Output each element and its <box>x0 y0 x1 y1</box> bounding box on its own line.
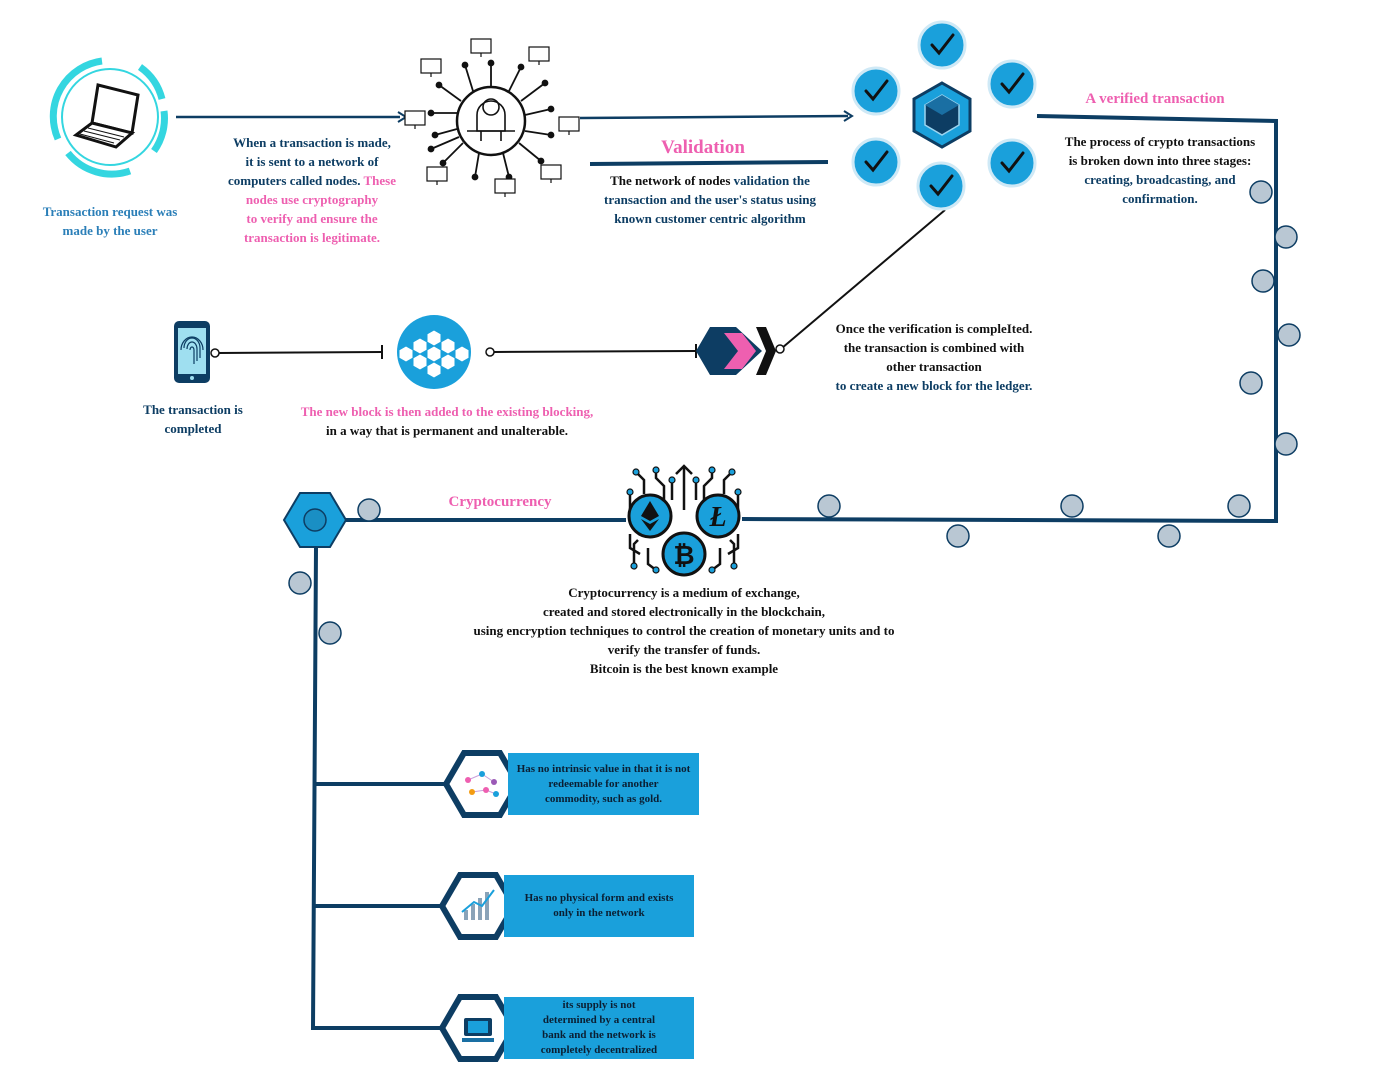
connector-feature-tree <box>310 547 448 1030</box>
connector-lines <box>176 110 1278 1030</box>
svg-text:₿: ₿ <box>673 541 694 571</box>
combine-line: other transaction <box>886 359 982 374</box>
feature-line: only in the network <box>553 907 645 919</box>
verified-line: confirmation. <box>1122 191 1198 206</box>
verified-line: creating, broadcasting, and <box>1084 172 1236 187</box>
crypto-line: verify the transfer of funds. <box>607 642 761 657</box>
connector-verified-frame <box>741 114 1278 524</box>
validation-line: The network of nodes validation the <box>580 171 840 190</box>
completed-caption: The transaction is completed <box>122 400 264 438</box>
laptop-icon <box>49 57 168 178</box>
feature-line: bank and the network is <box>542 1029 656 1041</box>
feature-line: completely decentralized <box>540 1044 658 1056</box>
step2-line: it is sent to a network of <box>245 154 379 169</box>
combine-line: the transaction is combined with <box>843 340 1025 355</box>
check-icon <box>851 20 1037 211</box>
connector-block-to-phone <box>217 351 383 354</box>
combine-line: to create a new block for the ledger. <box>835 378 1033 393</box>
verified-title: A verified transaction <box>1085 91 1225 107</box>
step1-caption-line: made by the user <box>62 223 158 238</box>
chevron-arrows-icon <box>696 327 776 375</box>
verified-description: The process of crypto transactions is br… <box>1050 132 1270 208</box>
newblock-line: in a way that is permanent and unalterab… <box>326 423 568 438</box>
crypto-coins-icon: Ł ₿ <box>626 464 742 577</box>
crypto-description: Cryptocurrency is a medium of exchange, … <box>440 583 928 678</box>
completed-line: The transaction is <box>143 402 243 417</box>
validation-title: Validation <box>661 137 745 158</box>
connector-cube-to-chevrons <box>781 209 946 349</box>
crypto-title: Cryptocurrency <box>448 494 552 510</box>
verified-line: The process of crypto transactions <box>1064 134 1256 149</box>
completed-line: completed <box>164 421 222 436</box>
combine-line: Once the verification is compleIted. <box>835 321 1033 336</box>
validation-description: The network of nodes validation the tran… <box>580 171 840 228</box>
feature-line: determined by a central <box>542 1014 656 1026</box>
connector-nodes-to-validation <box>579 114 849 120</box>
connector-chevrons-to-block <box>493 350 697 353</box>
newblock-description: The new block is then added to the exist… <box>280 402 614 440</box>
feature-card-decentralized: its supply is not determined by a centra… <box>504 997 694 1059</box>
chain-nodes <box>288 180 1301 645</box>
verified-line: is broken down into three stages: <box>1068 153 1252 168</box>
crypto-line: using encryption techniques to control t… <box>473 623 895 638</box>
step2-line-part: computers called nodes. <box>227 173 364 188</box>
svg-text:Ł: Ł <box>708 502 726 533</box>
feature-line: Has no physical form and exists <box>524 892 674 904</box>
step2-line: to verify and ensure the <box>246 211 378 226</box>
validation-line: transaction and the user's status using <box>603 192 816 207</box>
validation-line: known customer centric algorithm <box>614 211 806 226</box>
verification-cluster <box>851 20 1037 211</box>
crypto-line: Cryptocurrency is a medium of exchange, <box>568 585 800 600</box>
step2-line: When a transaction is made, <box>233 135 391 150</box>
crypto-line: created and stored electronically in the… <box>542 604 825 619</box>
step2-line: nodes use cryptography <box>245 192 379 207</box>
step1-caption-line: Transaction request was <box>42 204 178 219</box>
step1-caption: Transaction request was made by the user <box>20 202 200 240</box>
feature-line: its supply is not <box>562 999 636 1011</box>
feature-line: commodity, such as gold. <box>544 792 663 805</box>
feature-card-intrinsic-value: Has no intrinsic value in that it is not… <box>508 753 699 815</box>
hexagon-block-icon <box>397 315 471 389</box>
step2-line-part: These <box>363 173 397 188</box>
validation-underline <box>589 160 829 166</box>
feature-card-physical-form: Has no physical form and exists only in … <box>504 875 694 937</box>
validation-line-part: The network of nodes <box>610 173 734 188</box>
step2-line: computers called nodes. These <box>212 171 412 190</box>
validation-line-part: validation the <box>733 173 810 188</box>
node-network-icon <box>404 38 580 197</box>
smartphone-fingerprint-icon <box>174 321 210 383</box>
crypto-line: Bitcoin is the best known example <box>589 661 779 676</box>
verified-cube-icon <box>912 81 972 149</box>
feature-line: Has no intrinsic value in that it is not <box>516 762 691 775</box>
feature-hex-icons <box>438 750 522 1062</box>
feature-line: redeemable for another <box>548 777 659 790</box>
step2-description: When a transaction is made, it is sent t… <box>212 133 412 247</box>
newblock-line: The new block is then added to the exist… <box>300 404 594 419</box>
hexagon-node-icon <box>282 492 348 548</box>
combine-description: Once the verification is compleIted. the… <box>820 319 1048 395</box>
step2-line: transaction is legitimate. <box>243 230 381 245</box>
